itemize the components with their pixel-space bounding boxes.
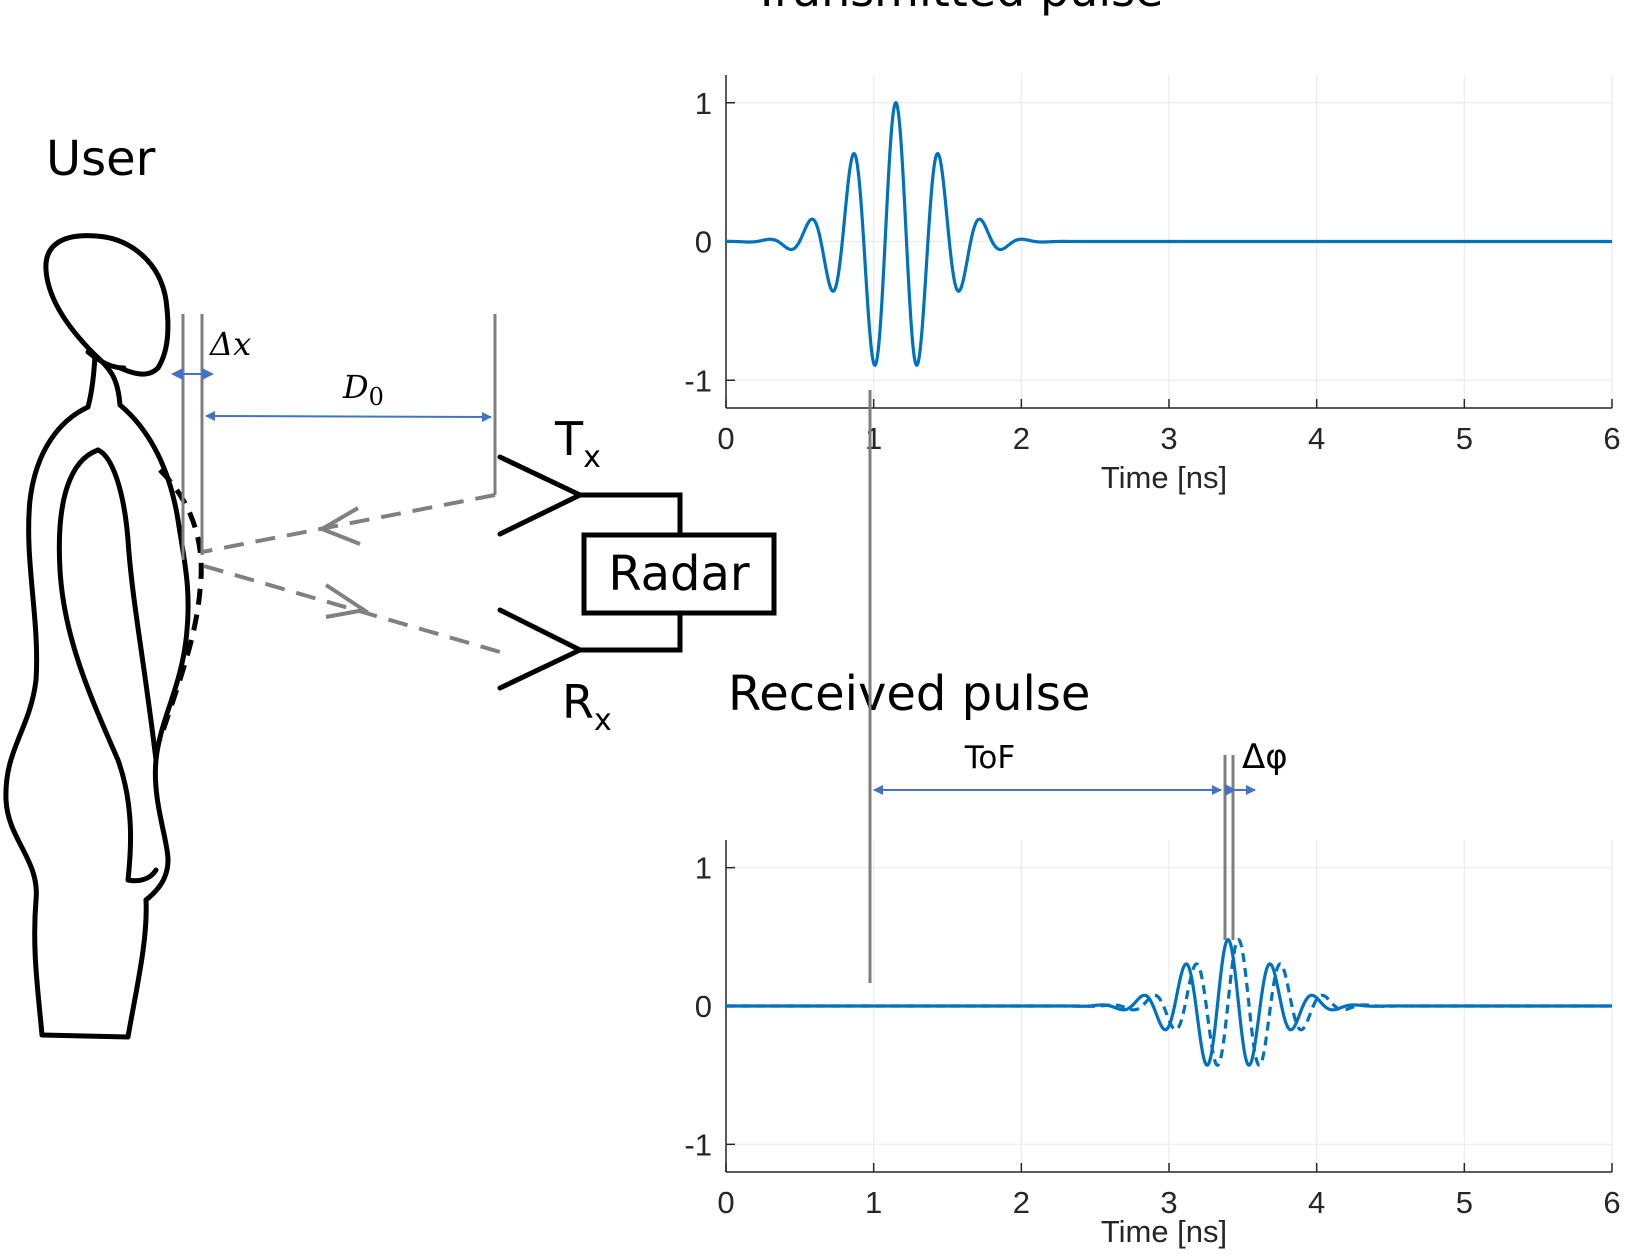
d0-label: D0 bbox=[342, 368, 384, 411]
receive-path bbox=[203, 564, 501, 654]
y-tick-label-top-0: -1 bbox=[684, 363, 712, 398]
rx-feed-line bbox=[577, 610, 683, 653]
receive-path-arrowhead bbox=[324, 583, 370, 619]
user-label: User bbox=[46, 131, 156, 187]
body-outline bbox=[3, 404, 149, 1040]
chin-line bbox=[85, 349, 127, 371]
rx-label: Rx bbox=[562, 675, 612, 738]
x-tick-label-top-4: 4 bbox=[1308, 421, 1325, 456]
tx-label-main: T bbox=[554, 412, 584, 466]
y-tick-label-bottom-1: 0 bbox=[695, 989, 712, 1024]
x-axis-label-bottom: Time [ns] bbox=[1101, 1214, 1227, 1249]
neck-back bbox=[85, 352, 98, 410]
y-tick-label-bottom-0: -1 bbox=[684, 1127, 712, 1162]
d0-arrow bbox=[205, 411, 492, 422]
rx-label-sub: x bbox=[594, 703, 612, 738]
tx-feed-line bbox=[577, 492, 683, 538]
x-tick-label-bottom-4: 4 bbox=[1308, 1185, 1325, 1220]
transmit-path-arrowhead bbox=[317, 506, 361, 546]
x-tick-label-top-0: 0 bbox=[717, 421, 734, 456]
distance-markers: Δx D0 bbox=[171, 314, 497, 560]
chart-title-received: Received pulse bbox=[728, 666, 1090, 722]
x-tick-label-bottom-1: 1 bbox=[865, 1185, 882, 1220]
x-tick-label-top-6: 6 bbox=[1603, 421, 1620, 456]
signal-paths bbox=[201, 493, 501, 654]
d0-label-sub: 0 bbox=[369, 383, 384, 411]
x-tick-label-top-1: 1 bbox=[865, 421, 882, 456]
chart-title-transmitted: Transmitted pulse bbox=[752, 0, 1164, 17]
arm-outline bbox=[56, 447, 159, 884]
delta-x-arrow-right bbox=[202, 368, 214, 380]
chest-expansion-dashed bbox=[157, 468, 204, 741]
x-tick-label-bottom-0: 0 bbox=[717, 1185, 734, 1220]
delta-phi-arrow-head-left bbox=[1225, 784, 1236, 796]
user-silhouette: User bbox=[3, 131, 191, 1040]
arm-inner bbox=[95, 447, 159, 763]
y-tick-label-top-1: 0 bbox=[695, 225, 712, 260]
tx-label-sub: x bbox=[583, 440, 601, 475]
rx-label-main: R bbox=[562, 675, 594, 729]
series-line-top-solid bbox=[725, 101, 1613, 367]
x-tick-label-bottom-5: 5 bbox=[1456, 1185, 1473, 1220]
tof-label: ToF bbox=[964, 740, 1015, 776]
radar-label: Radar bbox=[608, 546, 750, 602]
series-line-bottom-solid bbox=[725, 938, 1613, 1067]
head-outline bbox=[43, 233, 171, 408]
d0-label-main: D bbox=[342, 368, 369, 406]
radar-box bbox=[581, 532, 777, 616]
x-tick-label-top-5: 5 bbox=[1456, 421, 1473, 456]
y-tick-label-bottom-2: 1 bbox=[695, 851, 712, 886]
timing-annotations: ToF Δφ bbox=[868, 390, 1288, 983]
x-axis-label-top: Time [ns] bbox=[1101, 460, 1227, 495]
y-tick-label-top-2: 1 bbox=[695, 86, 712, 121]
tx-antenna bbox=[497, 454, 586, 537]
delta-phi-label: Δφ bbox=[1242, 737, 1288, 777]
series-bottom bbox=[725, 938, 1613, 1067]
delta-x-arrow-left bbox=[171, 368, 183, 380]
delta-x-label: Δx bbox=[208, 325, 251, 363]
x-tick-label-top-3: 3 bbox=[1160, 421, 1177, 456]
x-tick-label-top-2: 2 bbox=[1013, 421, 1030, 456]
x-tick-label-bottom-3: 3 bbox=[1160, 1185, 1177, 1220]
x-tick-label-bottom-2: 2 bbox=[1013, 1185, 1030, 1220]
series-top bbox=[725, 101, 1613, 367]
x-tick-label-bottom-6: 6 bbox=[1603, 1185, 1620, 1220]
tx-label: Tx bbox=[554, 412, 601, 475]
radar-system: Radar Tx Rx bbox=[497, 412, 777, 738]
transmit-path bbox=[201, 493, 496, 554]
